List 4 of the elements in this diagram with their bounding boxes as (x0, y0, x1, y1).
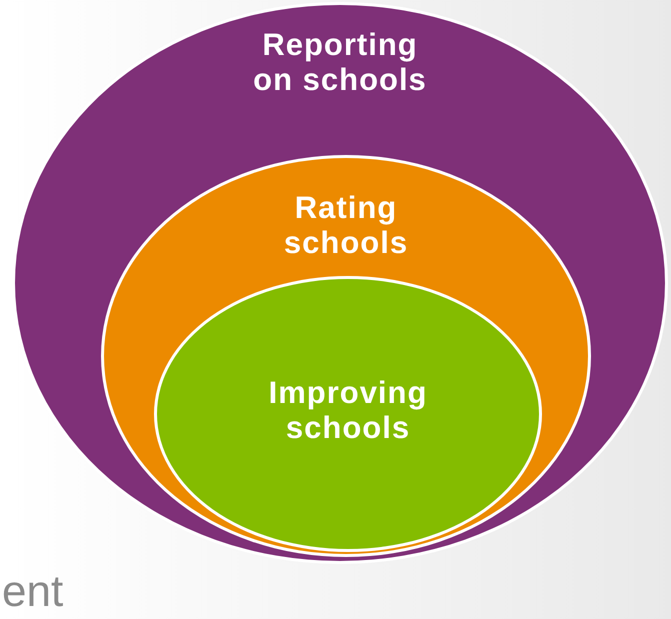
ellipse-label: Improving schools (268, 375, 428, 445)
ellipse-label: Rating schools (282, 190, 410, 260)
ellipse-label: Reporting on schools (252, 27, 428, 97)
slide-text-fragment: ent (2, 568, 64, 616)
